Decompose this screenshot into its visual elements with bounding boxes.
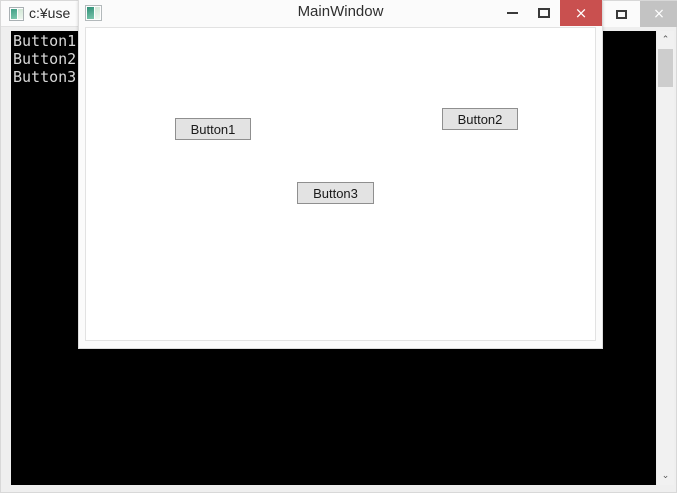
maximize-icon: [538, 8, 550, 18]
main-window-titlebar[interactable]: MainWindow ×: [79, 0, 602, 26]
client-button-3[interactable]: Button3: [297, 182, 374, 204]
console-restore-button[interactable]: [602, 1, 640, 27]
minimize-icon: [506, 12, 518, 14]
console-output-text: Button1 Button2 Button3: [13, 32, 77, 86]
scrollbar-thumb[interactable]: [658, 49, 673, 87]
client-button-2[interactable]: Button2: [442, 108, 518, 130]
restore-icon: [615, 9, 627, 19]
close-button[interactable]: ×: [560, 0, 602, 26]
minimize-button[interactable]: [496, 0, 528, 26]
console-app-icon: [9, 7, 24, 21]
scroll-down-arrow-icon[interactable]: ⌄: [661, 471, 670, 481]
main-window-buttons: ×: [496, 0, 602, 26]
window-app-icon: [85, 5, 102, 21]
close-icon: ×: [653, 6, 665, 22]
console-title: c:¥use: [29, 5, 71, 21]
close-icon: ×: [574, 3, 588, 22]
maximize-button[interactable]: [528, 0, 560, 26]
console-scrollbar[interactable]: ⌃ ⌄: [656, 31, 674, 485]
main-window-title: MainWindow: [297, 3, 384, 20]
scroll-up-arrow-icon[interactable]: ⌃: [661, 35, 670, 45]
client-button-1[interactable]: Button1: [175, 118, 251, 140]
console-close-button[interactable]: ×: [640, 1, 677, 27]
console-window-buttons: ×: [602, 1, 677, 27]
